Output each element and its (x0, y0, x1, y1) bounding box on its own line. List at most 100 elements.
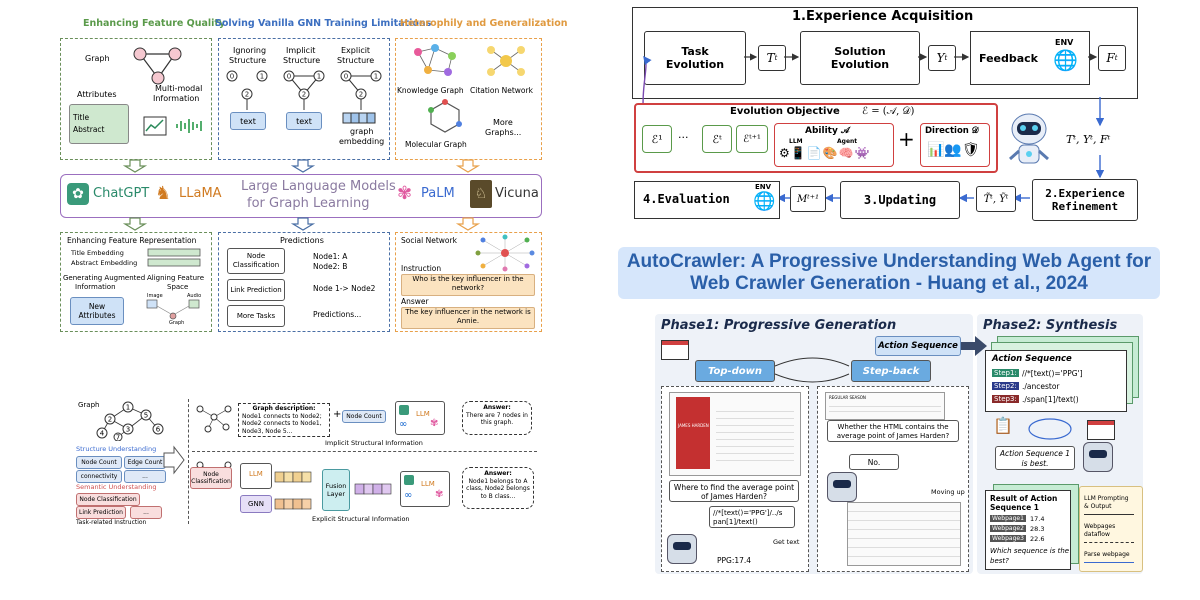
webpage2-tag: Webpage2 (990, 525, 1026, 532)
cycle-arrows (774, 357, 850, 383)
implicit-caption: Implicit Structural Information (325, 439, 423, 447)
svg-text:1: 1 (317, 73, 321, 81)
gen-aug-label-1: Generating Augmented (63, 274, 146, 282)
exp-ref-1: 2.Experience (1045, 187, 1125, 200)
robot-small-2 (827, 472, 857, 502)
llm-label-top: LLM (416, 410, 430, 418)
llm-box-top: LLM ∞ ✾ (395, 401, 445, 435)
model-llama: LLaMA (179, 186, 222, 201)
task-symbol: T (766, 51, 775, 65)
caption-line-2: Web Crawler Generation - Huang et al., 2… (690, 273, 1088, 294)
direction-box: Direction 𝒟 📊👥🛡 (920, 123, 990, 167)
robot-visor-1 (673, 542, 691, 550)
solution-evolution-box: Solution Evolution (800, 31, 920, 85)
svg-text:2: 2 (302, 91, 306, 99)
embedding-icon (342, 112, 376, 124)
embedding-bars-icon (147, 248, 201, 267)
webpage1-value: 17.4 (1030, 515, 1045, 523)
answer1-line-1: There are 7 nodes in (466, 411, 528, 419)
embedding-stack-fused (354, 483, 392, 495)
explicit-label-1: Explicit (341, 46, 371, 55)
palm-icon: ✾ (397, 183, 413, 204)
fusion-2: Layer (326, 490, 346, 498)
graph-node-5: 5 (144, 412, 148, 420)
best-line-1: Action Sequence 1 (999, 449, 1071, 458)
robot-small-1 (667, 534, 697, 564)
model-vicuna: Vicuna (495, 186, 539, 201)
top-down-button: Top-down (695, 360, 775, 382)
evaluation-env: ENV (755, 183, 772, 191)
xpath1-line-1: //*[text()='PPG']/../s (713, 509, 783, 517)
graph-desc-line-3: Node3, Node 5... (242, 427, 293, 435)
embedding-stack-gnn (274, 498, 312, 510)
llama-icon: ♞ (155, 183, 172, 204)
best-line-2: is best. (1021, 459, 1049, 468)
robot-small-3 (1083, 442, 1113, 472)
step1-tag: Step1: (992, 369, 1019, 377)
big-arrow-right (163, 445, 185, 475)
chatgpt-small-icon-2 (404, 475, 414, 485)
player-name: JAMES HARDEN (678, 423, 709, 428)
tyf-label: Tᵗ, Yᵗ, Fᵗ (1066, 133, 1111, 146)
result-title-2: Sequence 1 (990, 503, 1039, 512)
llm-label-mid: LLM (249, 470, 263, 478)
tag-connectivity: connectivity (76, 470, 122, 483)
panel-enhancing-features (60, 232, 212, 332)
objective-title: Evolution Objective (730, 106, 840, 117)
evaluation-globe-icon: 🌐 (753, 191, 776, 212)
instruction-label: Instruction (401, 264, 442, 273)
legend-webpages-2: dataflow (1084, 531, 1110, 538)
social-network-icon (475, 234, 535, 272)
down-arrows-top (122, 159, 481, 173)
figure-llm-graph-learning: Enhancing Feature Quality Solving Vanill… (55, 12, 568, 337)
answer1-box: Answer: There are 7 nodes in this graph. (462, 401, 532, 435)
multimodal-label-2: Information (153, 94, 200, 103)
globe-icon: 🌐 (1053, 48, 1078, 72)
align-audio-label: Audio (187, 293, 202, 299)
answer2-title: Answer: (484, 470, 512, 477)
step3-tag: Step3: (992, 395, 1019, 403)
predictions-title: Predictions (280, 236, 324, 245)
which-line-2: best? (990, 557, 1009, 565)
title-abstract-card: Title Abstract (69, 104, 129, 144)
answer-box: The key influencer in the network is Ann… (401, 307, 535, 329)
attributes-label: Attributes (77, 90, 117, 99)
xpath1-line-2: pan[1]/text() (713, 518, 758, 526)
pred-result-node2: Node2: B (313, 262, 348, 271)
legend-llm-2: & Output (1084, 503, 1112, 510)
align-image-label: Image (147, 293, 163, 299)
step2-value: ./ancestor (1022, 382, 1060, 391)
graph-node-2: 2 (108, 416, 112, 424)
objective-formula: ℰ = (𝒜, 𝒟) (862, 106, 915, 117)
abstract-embedding-label: Abstract Embedding (71, 259, 138, 267)
knowledge-graph-label: Knowledge Graph (397, 86, 464, 95)
webpage1-tag: Webpage1 (990, 515, 1026, 522)
webpage2-value: 28.3 (1030, 525, 1045, 533)
eps-t: ℰᵗ (702, 125, 732, 153)
plus-sign: + (333, 409, 342, 420)
legend-line-1 (1084, 514, 1134, 515)
task-symbol-sup: t (774, 54, 778, 62)
new-attributes-2: Attributes (78, 311, 116, 320)
season-rows (829, 402, 941, 416)
result-title-1: Result of Action (990, 494, 1058, 503)
robot-visor-3 (1089, 450, 1107, 458)
ignoring-label-1: Ignoring (233, 46, 267, 55)
experience-acquisition-title: 1.Experience Acquisition (792, 9, 974, 24)
svg-text:0: 0 (230, 73, 234, 81)
rows-thumb (847, 502, 961, 566)
best-bubble: Action Sequence 1 is best. (995, 446, 1075, 470)
graph-node-3: 3 (126, 426, 130, 434)
graph-desc-line-1: Node1 connects to Node2; (242, 412, 322, 420)
graph-node-7: 7 (116, 434, 120, 442)
banner-title-2: for Graph Learning (247, 196, 370, 211)
task-evo-2: Evolution (665, 58, 725, 71)
result-card: Result of Action Sequence 1 Webpage1 17.… (985, 490, 1071, 570)
legend-webpages-1: Webpages (1084, 523, 1116, 530)
tag-node-count: Node Count (76, 456, 122, 469)
title-embedding-label: Title Embedding (71, 249, 124, 257)
phase1-title: Phase1: Progressive Generation (661, 318, 897, 333)
legend-line-3 (1084, 562, 1134, 563)
vicuna-small-icon-bottom: ✾ (435, 489, 444, 500)
align-graph-label: Graph (169, 320, 185, 326)
